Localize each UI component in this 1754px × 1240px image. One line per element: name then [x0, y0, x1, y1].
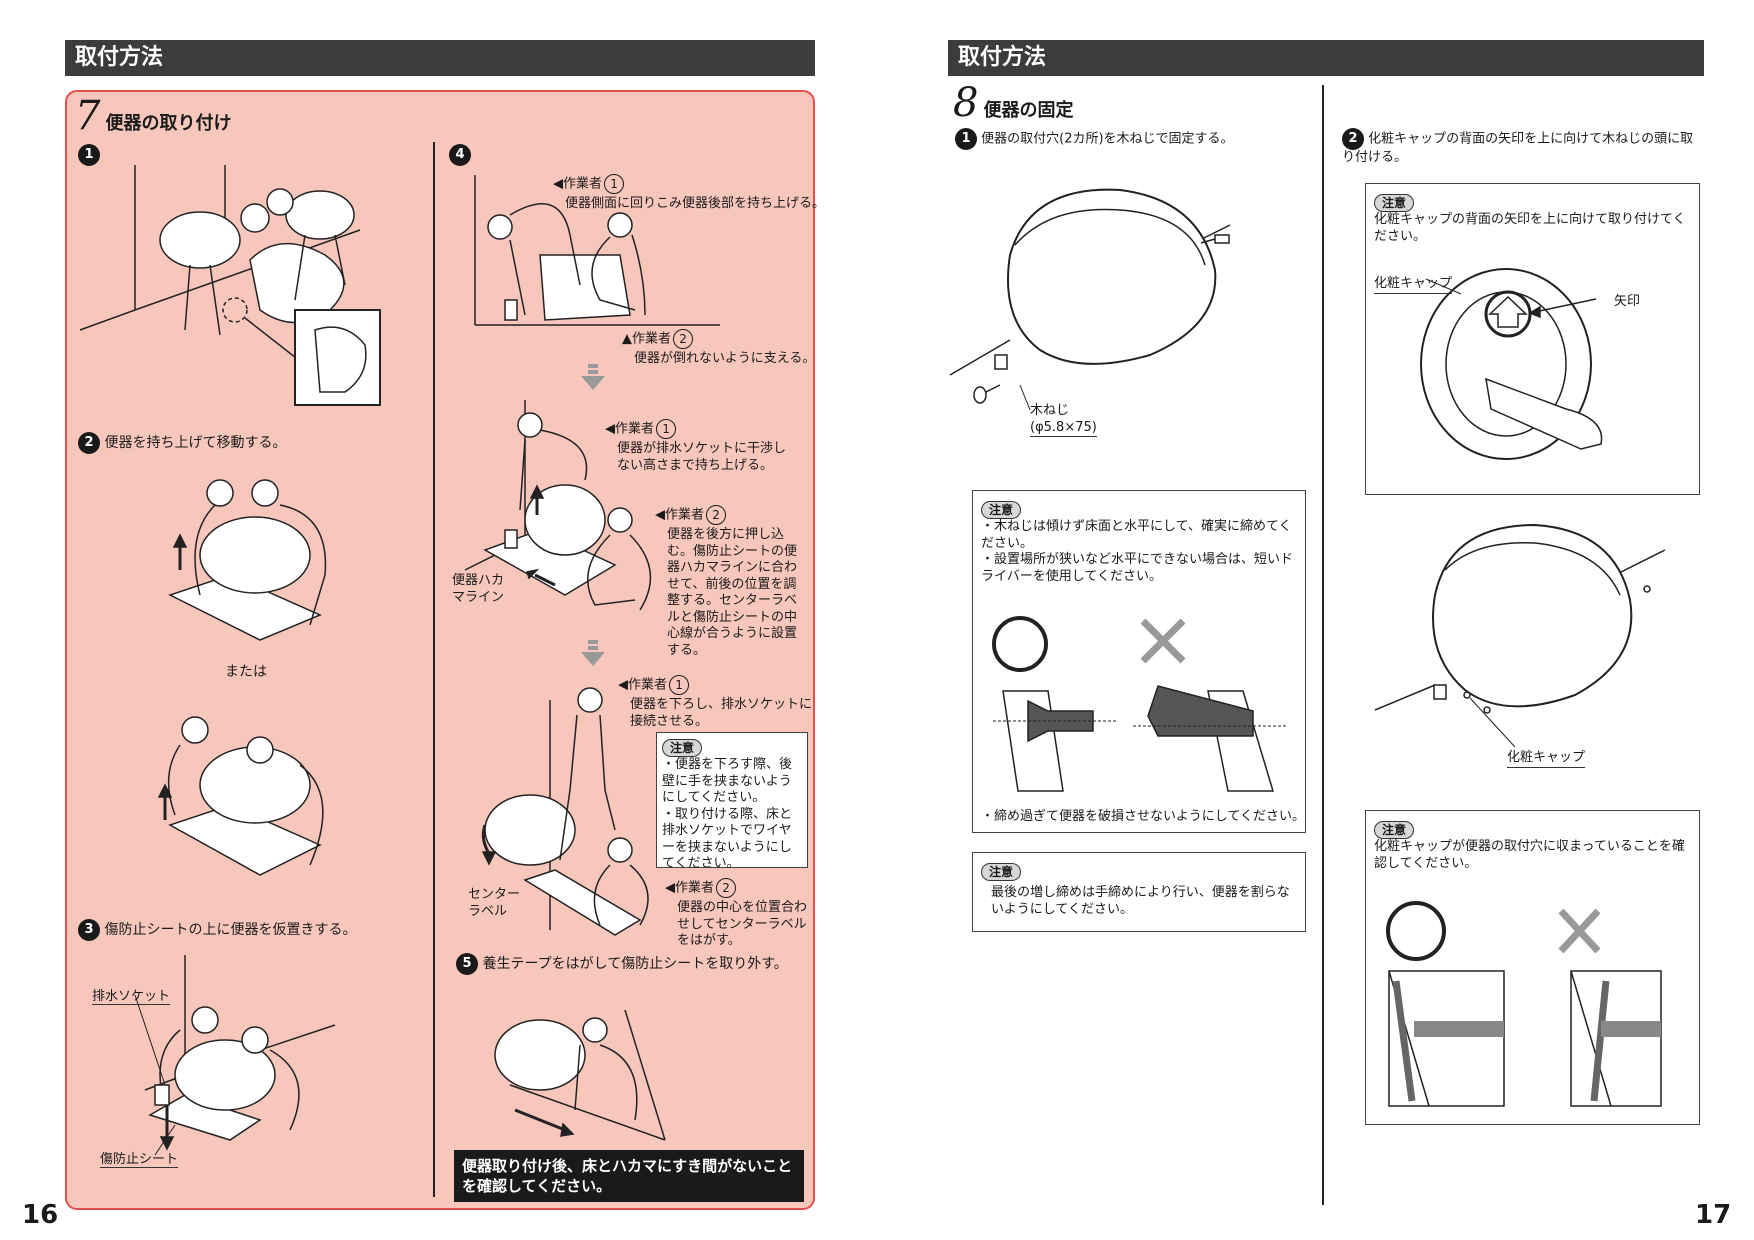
- sub3-text: 傷防止シートの上に便器を仮置きする。: [104, 922, 357, 938]
- label-protect-sheet: 傷防止シート: [100, 1148, 179, 1168]
- s4c-w1-text: 便器を下ろし、排水ソケットに接続させる。: [630, 697, 813, 729]
- step7-number: 7: [75, 93, 101, 139]
- s4c-caution-box: 注意 ・便器を下ろす際、後壁に手を挟まないようにしてください。 ・取り付ける際、…: [656, 732, 808, 871]
- confirm-banner: 便器取り付け後、床とハカマにすき間がないことを確認してください。: [454, 1150, 804, 1202]
- step8-title: 8 便器の固定: [953, 80, 1074, 126]
- step7-title-text: 便器の取り付け: [105, 113, 232, 134]
- s4a-w2-text: 便器が倒れないように支える。: [634, 351, 816, 366]
- cap-arrow-diagram: [1420, 268, 1603, 460]
- step7-divider: [433, 142, 435, 1197]
- s8-caution1-item-0: ・木ねじは傾けず床面と水平にして、確実に締めてください。: [981, 519, 1292, 551]
- s8-caution1-item-1: ・設置場所が狭いなど水平にできない場合は、短いドライバーを使用してください。: [981, 552, 1294, 584]
- sub2-line: 2 便器を持ち上げて移動する。: [78, 432, 286, 454]
- illustration-lift-toilet: [79, 165, 381, 406]
- s8-caution-box-1: 注意 ・木ねじは傾けず床面と水平にして、確実に締めてください。 ・設置場所が狭い…: [972, 490, 1306, 833]
- s4c-caution-1: ・便器を下ろす際、後壁に手を挟まないようにしてください。: [662, 757, 793, 805]
- sub3-line: 3 傷防止シートの上に便器を仮置きする。: [78, 919, 356, 941]
- or-text: または: [225, 664, 267, 680]
- s8-caution-box-4: 注意 化粧キャップが便器の取付穴に収まっていることを確認してください。: [1365, 810, 1700, 1125]
- page-number-left: 16: [22, 1200, 59, 1230]
- s8-caution3-text: 化粧キャップの背面の矢印を上に向けて取り付けてください。: [1374, 212, 1686, 244]
- step8-divider: [1322, 85, 1324, 1205]
- down-arrow-2: [581, 640, 605, 666]
- caution-badge: 注意: [1374, 821, 1415, 839]
- sub5-text: 養生テープをはがして傷防止シートを取り外す。: [482, 956, 788, 972]
- s4b-w2-text: 便器を後方に押し込む。傷防止シートの便器ハカマラインに合わせて、前後の位置を調整…: [667, 527, 798, 658]
- s8-sub2-text: 化粧キャップの背面の矢印を上に向けて木ねじの頭に取り付ける。: [1342, 131, 1694, 166]
- step7-panel: [65, 90, 815, 1210]
- illustration-step4c: [481, 687, 649, 936]
- right-page-header: 取付方法: [948, 40, 1704, 76]
- step8-number: 8: [953, 80, 979, 126]
- incorrect-cap-diagram: [1558, 908, 1662, 1107]
- s4c-caution-2: ・取り付ける際、床と排水ソケットでワイヤーを挟まないようにしてください。: [662, 806, 793, 872]
- s8-sub1-line: 1 便器の取付穴(2カ所)を木ねじで固定する。: [955, 128, 1234, 150]
- sub4-marker: 4: [449, 144, 471, 166]
- label-hakama-line: 便器ハカマライン: [452, 573, 505, 605]
- sub5-line: 5 養生テープをはがして傷防止シートを取り外す。: [456, 953, 788, 975]
- illustration-toilet-screws: [949, 188, 1231, 411]
- illustration-carry-toilet-1: [168, 479, 327, 641]
- illustration-place-toilet: [134, 955, 336, 1156]
- correct-screw-diagram: [992, 616, 1118, 792]
- label-arrow: 矢印: [1614, 294, 1641, 309]
- label-cap: 化粧キャップ: [1374, 276, 1453, 294]
- left-page-header: 取付方法: [65, 40, 815, 76]
- page-number-right: 17: [1695, 1200, 1732, 1230]
- down-arrow-1: [581, 364, 605, 390]
- step7-title: 7 便器の取り付け: [75, 93, 232, 139]
- caution-badge: 注意: [1374, 194, 1415, 212]
- caution-badge: 注意: [662, 739, 703, 757]
- sub1-marker: 1: [78, 144, 100, 166]
- step8-title-text: 便器の固定: [983, 100, 1074, 121]
- illustration-toilet-cap: [1374, 523, 1666, 748]
- caution-badge: 注意: [981, 501, 1022, 519]
- illustration-step4b: [464, 400, 652, 611]
- label-screw: 木ねじ (φ5.8×75): [1030, 403, 1097, 437]
- s8-caution2-text: 最後の増し締めは手締めにより行い、便器を割らないようにしてください。: [991, 885, 1290, 917]
- s8-sub2-line: 2 化粧キャップの背面の矢印を上に向けて木ねじの頭に取り付ける。: [1342, 128, 1702, 167]
- label-center-label: センターラベル: [468, 887, 521, 919]
- illustration-remove-sheet: [494, 1009, 666, 1141]
- s4c-w2-text: 便器の中心を位置合わせしてセンターラベルをはがす。: [677, 900, 808, 948]
- illustration-step4a: [474, 175, 720, 326]
- caution-badge: 注意: [981, 863, 1022, 881]
- s8-sub1-text: 便器の取付穴(2カ所)を木ねじで固定する。: [981, 131, 1234, 147]
- s4a-w1-text: 便器側面に回りこみ便器後部を持ち上げる。: [565, 196, 826, 211]
- correct-cap-diagram: [1386, 901, 1505, 1107]
- s8-caution-box-3: 注意 化粧キャップの背面の矢印を上に向けて取り付けてください。 化粧キャップ 矢…: [1365, 183, 1700, 495]
- label-drain-socket: 排水ソケット: [92, 985, 171, 1005]
- incorrect-screw-diagram: [1133, 618, 1288, 792]
- s8-caution1-footer: ・締め過ぎて便器を破損させないようにしてください。: [981, 809, 1305, 824]
- sub2-text: 便器を持ち上げて移動する。: [104, 435, 287, 451]
- s8-caution-box-2: 注意 最後の増し締めは手締めにより行い、便器を割らないようにしてください。: [972, 852, 1306, 932]
- s8-caution4-text: 化粧キャップが便器の取付穴に収まっていることを確認してください。: [1374, 839, 1685, 871]
- label-cap-2: 化粧キャップ: [1507, 750, 1586, 768]
- illustration-carry-toilet-2: [157, 716, 324, 876]
- s4b-w1-text: 便器が排水ソケットに干渉しない高さまで持ち上げる。: [617, 441, 787, 473]
